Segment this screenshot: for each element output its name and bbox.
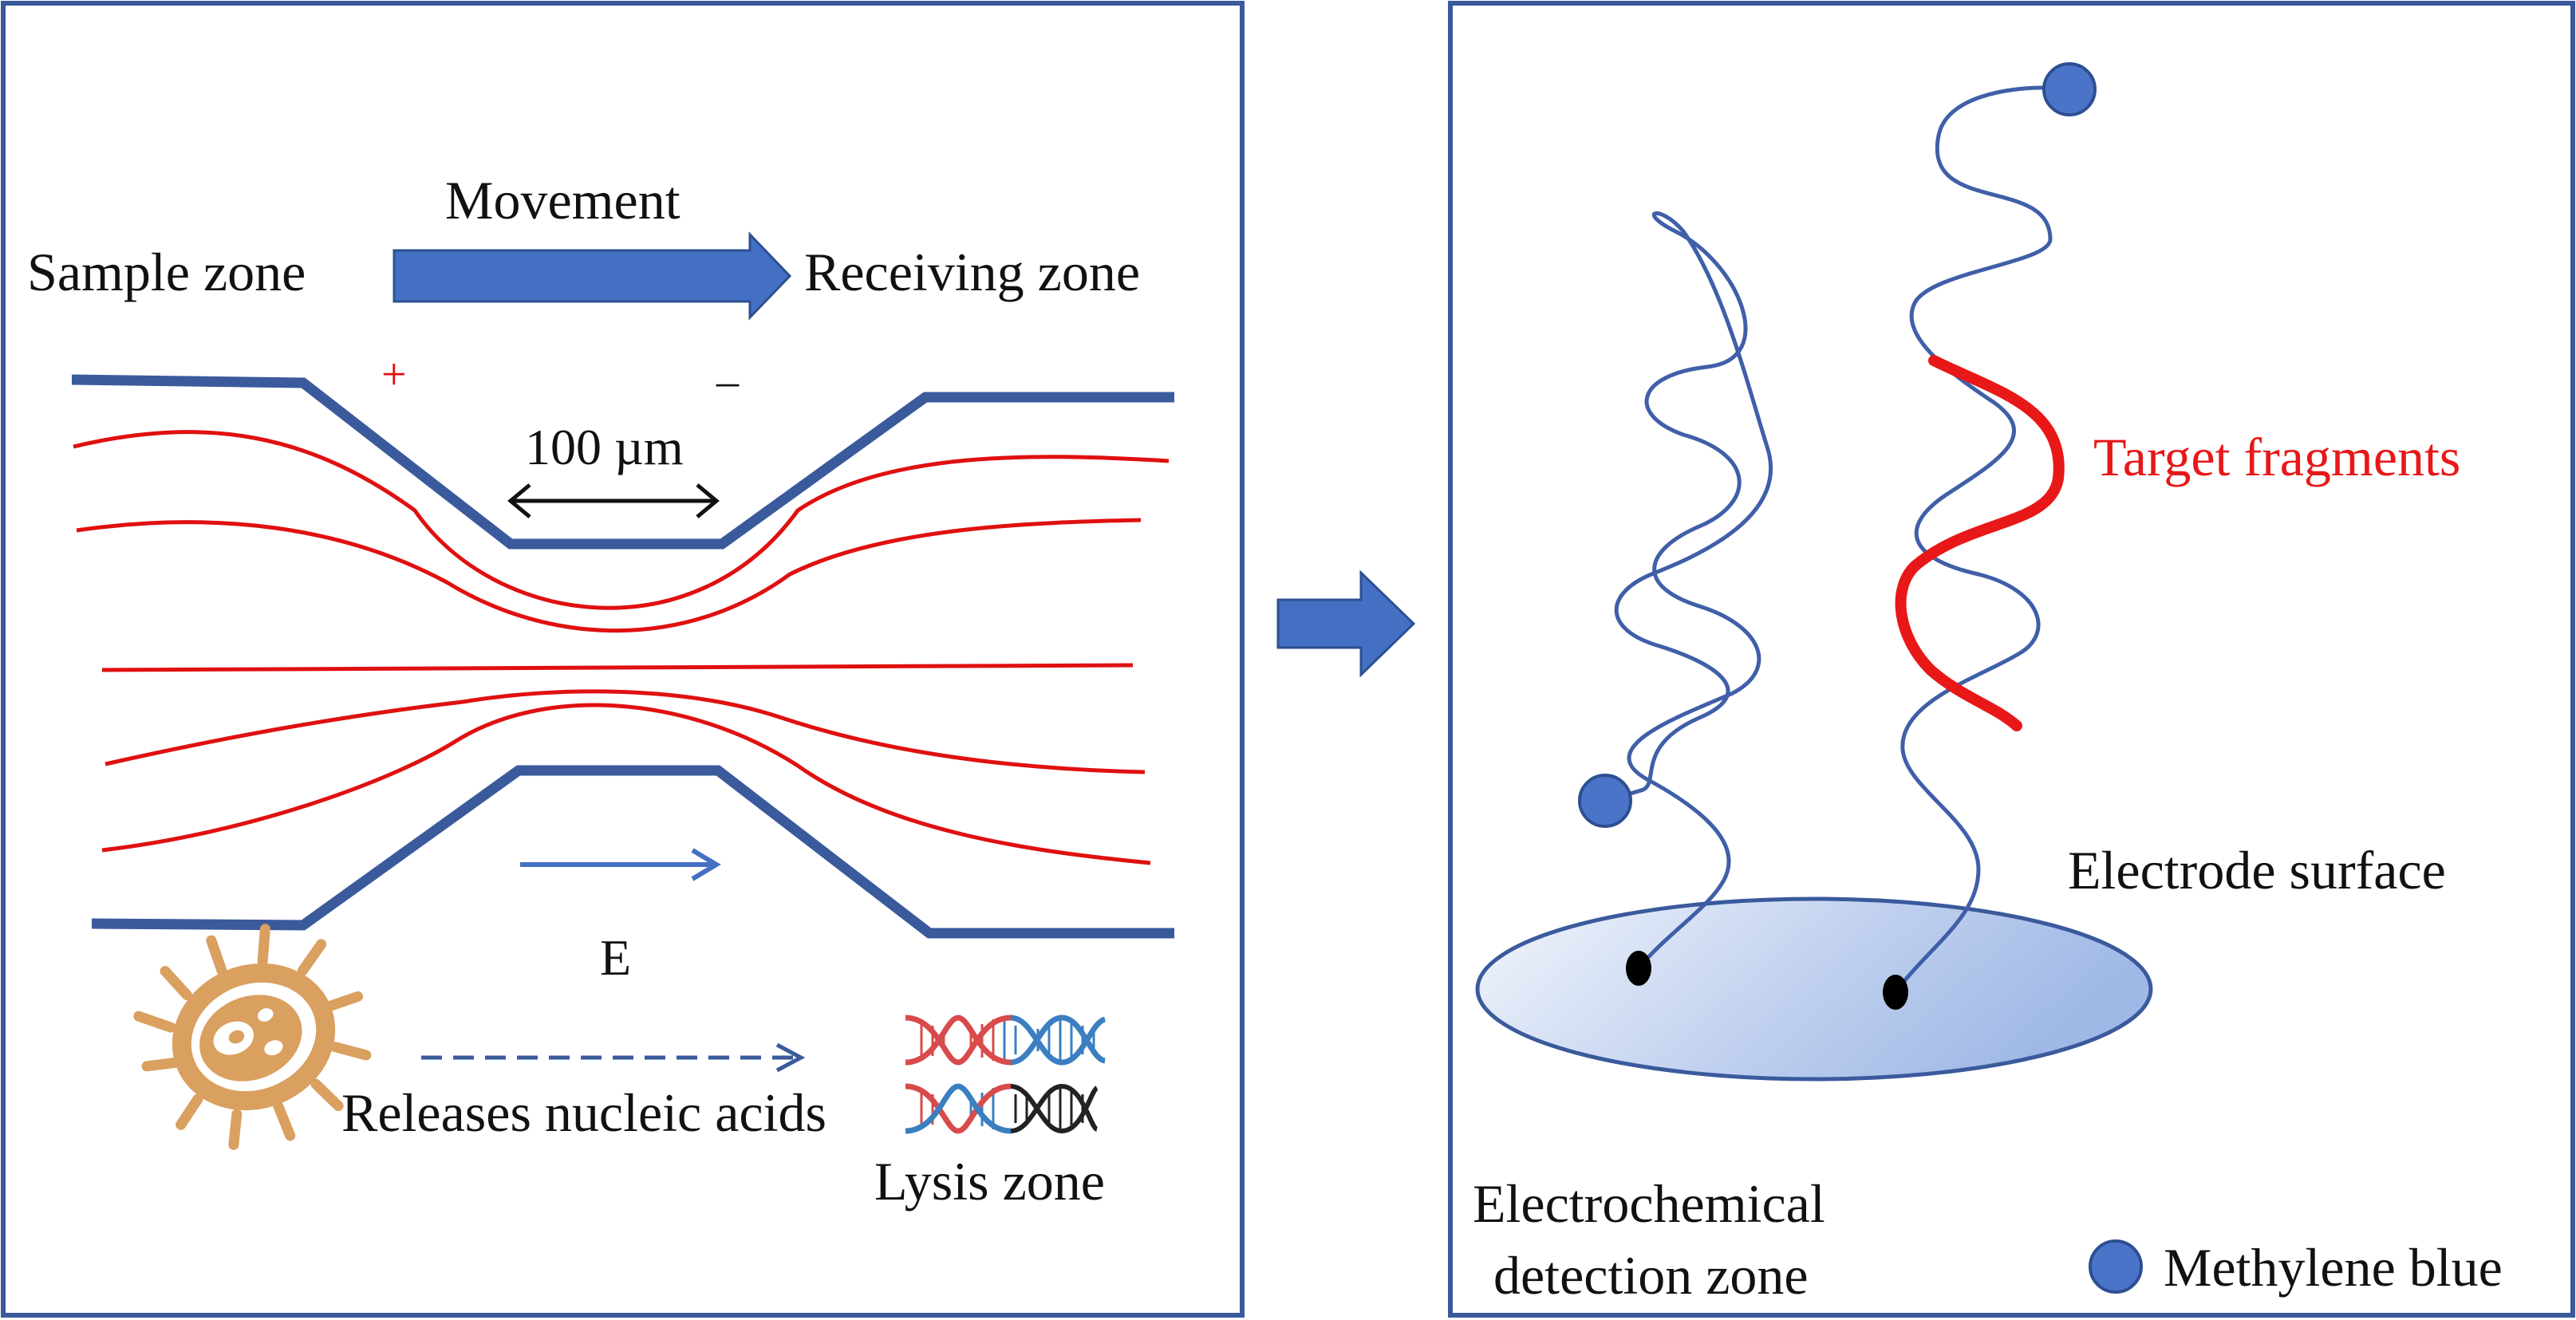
left-panel-frame: [1, 1, 1245, 1318]
dna-helix-icon-unwinding: [905, 1083, 1099, 1134]
transition-arrow-icon: [1276, 569, 1416, 678]
field-direction-arrow-icon: [520, 848, 721, 881]
lysis-zone-label: Lysis zone: [874, 1151, 1105, 1212]
dna-helix-icon: [905, 1015, 1107, 1066]
channel-wall-bottom: [91, 765, 1174, 939]
releases-label: Releases nucleic acids: [341, 1082, 826, 1143]
legend-methylene-blue-icon: [2089, 1239, 2143, 1294]
methylene-blue-bead-icon: [1578, 774, 1632, 828]
channel-wall-top: [71, 374, 1174, 550]
minus-sign: –: [716, 357, 740, 406]
width-label: 100 µm: [525, 419, 684, 475]
movement-label: Movement: [445, 170, 680, 231]
probe-strand-2: [1893, 85, 2070, 994]
field-line: [76, 518, 1142, 633]
field-line: [105, 689, 1146, 774]
field-line: [73, 430, 1170, 610]
target-fragment-strand: [1895, 355, 2065, 731]
field-line: [101, 703, 1151, 865]
electrode-surface: [1475, 896, 2153, 1082]
detection-zone-label-line2: detection zone: [1493, 1245, 1809, 1306]
field-label: E: [600, 929, 631, 986]
right-panel: Electrode surface Target fragments Elect…: [1448, 1, 2575, 1318]
field-line: [101, 663, 1134, 672]
field-lines: [73, 430, 1170, 865]
legend-methylene-blue-label: Methylene blue: [2164, 1237, 2503, 1298]
bacteria-icon: [133, 924, 372, 1150]
movement-arrow-icon: [393, 231, 792, 321]
plus-sign: +: [381, 350, 407, 400]
probe-strand-1: [1604, 211, 1773, 970]
target-fragments-label: Target fragments: [2093, 427, 2460, 487]
release-dashed-arrow-icon: [421, 1042, 806, 1073]
right-panel-frame: [1448, 1, 2575, 1318]
left-panel: Movement Sample zone Receiving zone + – …: [1, 1, 1245, 1318]
electrode-surface-label: Electrode surface: [2068, 840, 2446, 900]
methylene-blue-bead-icon: [2042, 62, 2097, 116]
sample-zone-label: Sample zone: [27, 242, 306, 302]
receiving-zone-label: Receiving zone: [804, 242, 1140, 302]
width-double-arrow-icon: [507, 483, 720, 518]
anchor-point-icon: [1626, 951, 1651, 986]
detection-zone-label-line1: Electrochemical: [1473, 1173, 1825, 1234]
anchor-point-icon: [1883, 975, 1908, 1010]
